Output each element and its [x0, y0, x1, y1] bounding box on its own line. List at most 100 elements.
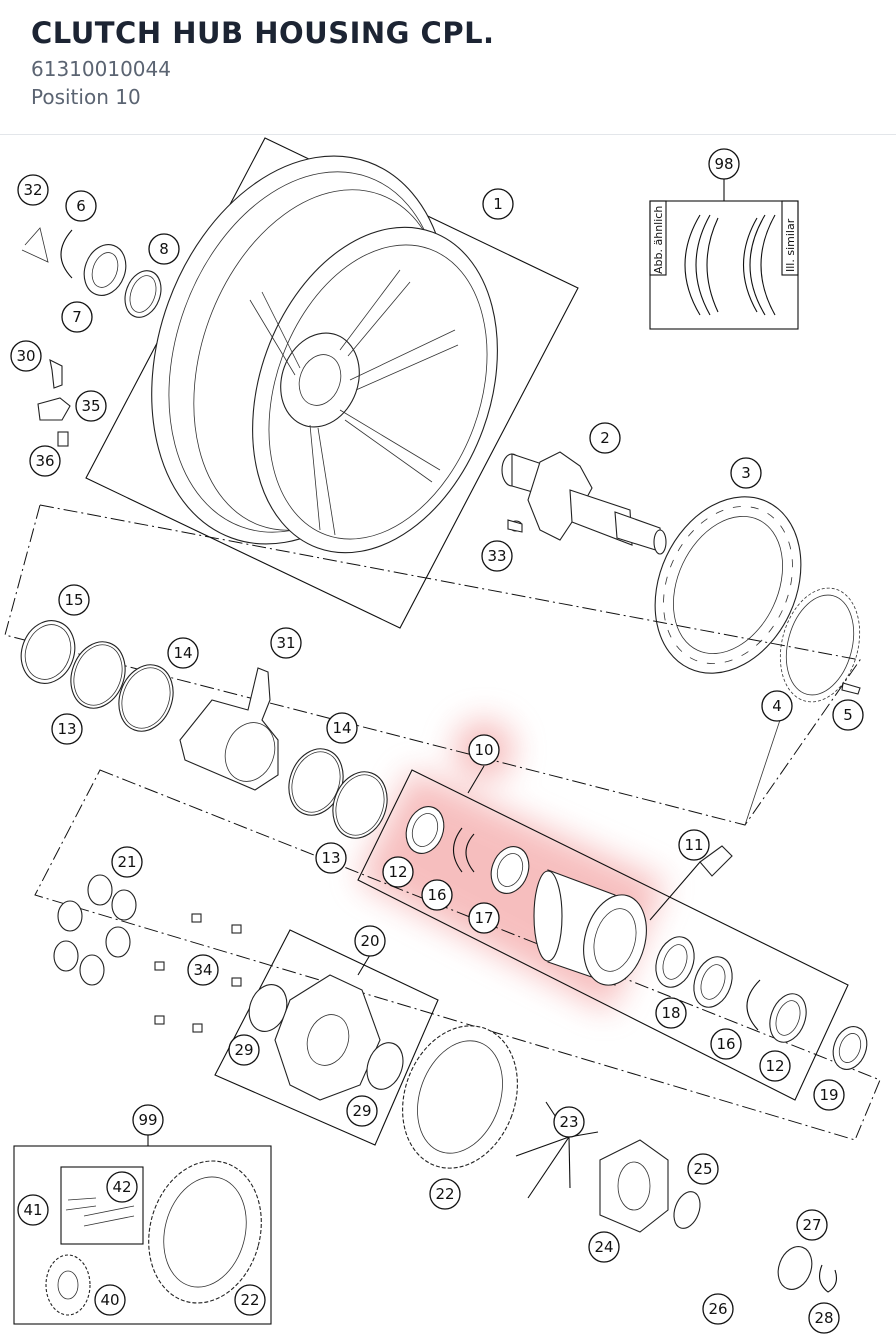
- callout-99[interactable]: 99: [132, 1104, 164, 1136]
- callout-36[interactable]: 36: [29, 445, 61, 477]
- callout-8[interactable]: 8: [148, 233, 180, 265]
- callout-32[interactable]: 32: [17, 174, 49, 206]
- callout-29-right[interactable]: 29: [346, 1095, 378, 1127]
- svg-text:25: 25: [693, 1160, 712, 1178]
- svg-text:15: 15: [64, 591, 83, 609]
- callout-14-right[interactable]: 14: [326, 712, 358, 744]
- callout-16-lower[interactable]: 16: [710, 1028, 742, 1060]
- svg-text:99: 99: [138, 1111, 157, 1129]
- callout-3[interactable]: 3: [730, 457, 762, 489]
- callout-33[interactable]: 33: [481, 540, 513, 572]
- callout-13-left[interactable]: 13: [51, 713, 83, 745]
- callout-11[interactable]: 11: [678, 829, 710, 861]
- svg-text:6: 6: [76, 197, 86, 215]
- callout-23[interactable]: 23: [553, 1106, 585, 1138]
- callout-35[interactable]: 35: [75, 390, 107, 422]
- callout-5[interactable]: 5: [832, 699, 864, 731]
- inset-label-right: Ill. similar: [784, 218, 797, 272]
- svg-text:28: 28: [814, 1309, 833, 1327]
- callout-17[interactable]: 17: [468, 902, 500, 934]
- callout-30[interactable]: 30: [10, 340, 42, 372]
- callout-40[interactable]: 40: [94, 1284, 126, 1316]
- svg-text:35: 35: [81, 397, 100, 415]
- callout-15[interactable]: 15: [58, 584, 90, 616]
- svg-text:10: 10: [474, 741, 493, 759]
- callout-22-lower[interactable]: 22: [234, 1284, 266, 1316]
- svg-text:34: 34: [193, 961, 212, 979]
- svg-text:40: 40: [100, 1291, 119, 1309]
- callout-34[interactable]: 34: [187, 954, 219, 986]
- axle-part: [501, 451, 667, 555]
- callout-42[interactable]: 42: [106, 1171, 138, 1203]
- svg-text:14: 14: [173, 644, 192, 662]
- svg-text:18: 18: [661, 1004, 680, 1022]
- callout-4[interactable]: 4: [761, 690, 793, 722]
- svg-text:7: 7: [72, 308, 82, 326]
- svg-text:42: 42: [112, 1178, 131, 1196]
- part-number: 61310010044: [31, 57, 171, 81]
- svg-text:3: 3: [741, 464, 751, 482]
- inset-99: [13, 1134, 272, 1325]
- callout-13-right[interactable]: 13: [315, 842, 347, 874]
- svg-text:16: 16: [716, 1035, 735, 1053]
- small-parts-top-left: [21, 227, 523, 533]
- callout-20[interactable]: 20: [354, 925, 386, 957]
- callout-98[interactable]: 98: [708, 148, 740, 180]
- svg-text:13: 13: [57, 720, 76, 738]
- svg-text:12: 12: [765, 1057, 784, 1075]
- svg-text:36: 36: [35, 452, 54, 470]
- wheel-rim: [85, 137, 579, 629]
- callout-16-upper[interactable]: 16: [421, 879, 453, 911]
- svg-text:22: 22: [435, 1185, 454, 1203]
- svg-text:14: 14: [332, 719, 351, 737]
- page-title: CLUTCH HUB HOUSING CPL.: [31, 16, 495, 50]
- svg-text:4: 4: [772, 697, 782, 715]
- callout-2[interactable]: 2: [589, 422, 621, 454]
- callout-28[interactable]: 28: [808, 1302, 840, 1334]
- callout-25[interactable]: 25: [687, 1153, 719, 1185]
- callout-24[interactable]: 24: [588, 1231, 620, 1263]
- callout-41[interactable]: 41: [17, 1194, 49, 1226]
- exploded-parts-diagram: Abb. ähnlich Ill. similar: [4, 137, 881, 1334]
- callout-22-upper[interactable]: 22: [429, 1178, 461, 1210]
- svg-text:27: 27: [802, 1216, 821, 1234]
- callout-12-lower[interactable]: 12: [759, 1050, 791, 1082]
- callout-7[interactable]: 7: [61, 301, 93, 333]
- svg-text:16: 16: [427, 886, 446, 904]
- svg-text:98: 98: [714, 155, 733, 173]
- callout-10[interactable]: 10: [468, 734, 500, 766]
- callout-27[interactable]: 27: [796, 1209, 828, 1241]
- sprocket-flange-group: [214, 929, 439, 1146]
- svg-text:22: 22: [240, 1291, 259, 1309]
- inset-98: Abb. ähnlich Ill. similar: [649, 178, 799, 330]
- callout-12-upper[interactable]: 12: [382, 856, 414, 888]
- callout-1[interactable]: 1: [482, 188, 514, 220]
- callout-18[interactable]: 18: [655, 997, 687, 1029]
- callout-26[interactable]: 26: [702, 1293, 734, 1325]
- svg-text:31: 31: [276, 634, 295, 652]
- svg-text:19: 19: [819, 1086, 838, 1104]
- svg-text:20: 20: [360, 932, 379, 950]
- svg-text:8: 8: [159, 240, 169, 258]
- rings-and-caliper: [20, 620, 388, 839]
- callout-29-left[interactable]: 29: [228, 1034, 260, 1066]
- inset-label-left: Abb. ähnlich: [652, 206, 665, 274]
- callout-31[interactable]: 31: [270, 627, 302, 659]
- clutch-hub-housing-group: [357, 765, 868, 1101]
- svg-text:23: 23: [559, 1113, 578, 1131]
- callout-14-left[interactable]: 14: [167, 637, 199, 669]
- header: CLUTCH HUB HOUSING CPL. 61310010044 Posi…: [0, 0, 896, 135]
- callout-6[interactable]: 6: [65, 190, 97, 222]
- svg-text:1: 1: [493, 195, 503, 213]
- svg-text:30: 30: [16, 347, 35, 365]
- bearings-and-bolts: [53, 874, 242, 1033]
- svg-text:29: 29: [352, 1102, 371, 1120]
- svg-text:5: 5: [843, 706, 853, 724]
- callout-21[interactable]: 21: [111, 846, 143, 878]
- svg-text:11: 11: [684, 836, 703, 854]
- svg-text:17: 17: [474, 909, 493, 927]
- svg-text:26: 26: [708, 1300, 727, 1318]
- svg-text:12: 12: [388, 863, 407, 881]
- svg-text:41: 41: [23, 1201, 42, 1219]
- callout-19[interactable]: 19: [813, 1079, 845, 1111]
